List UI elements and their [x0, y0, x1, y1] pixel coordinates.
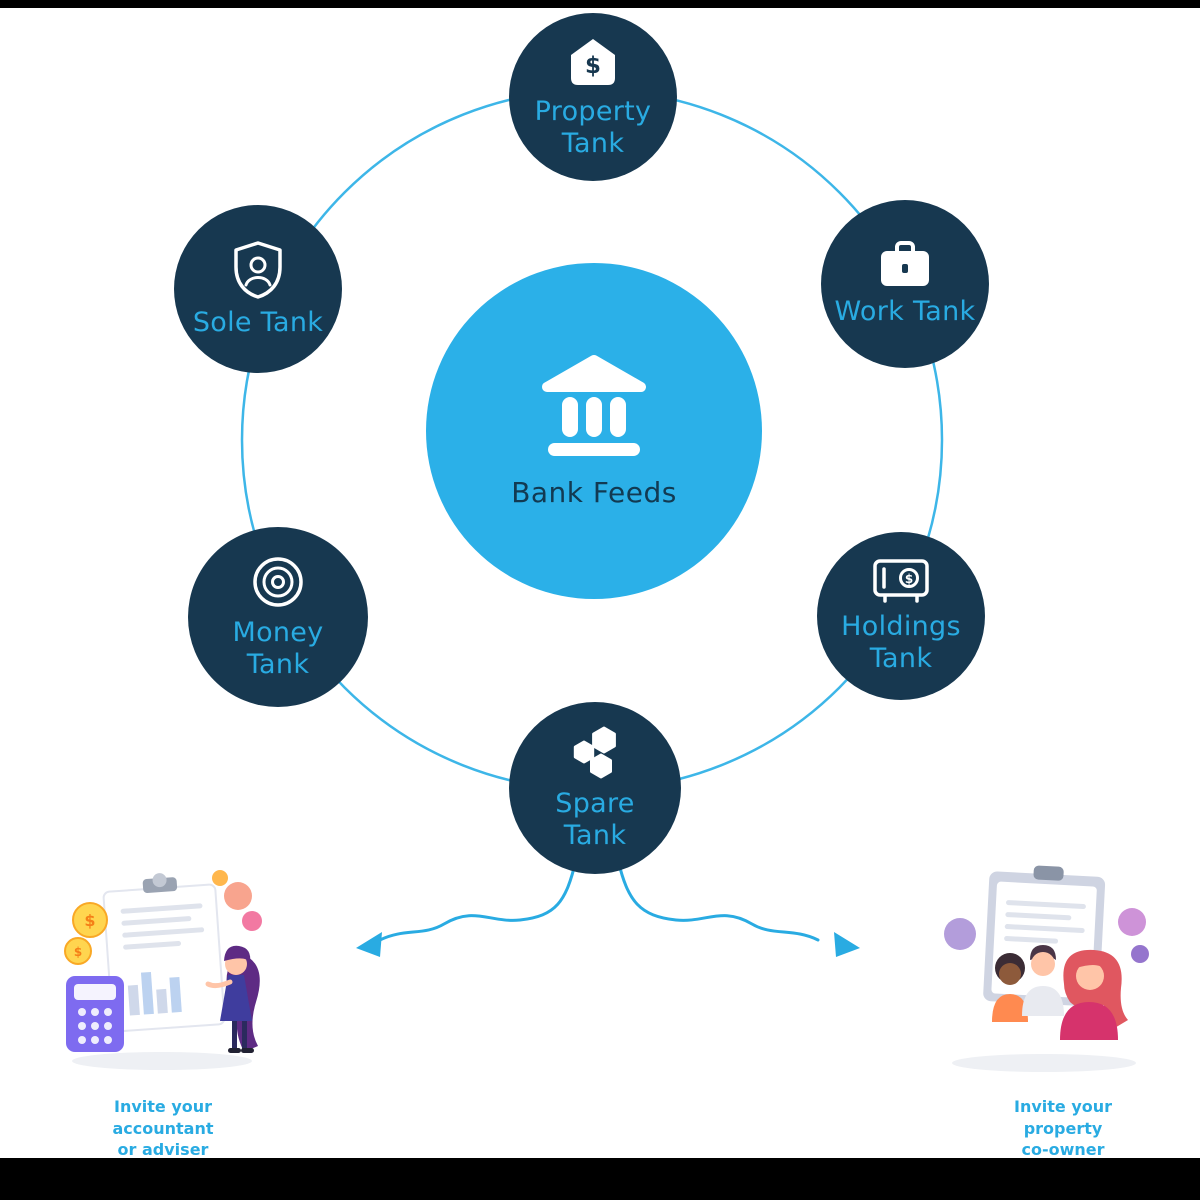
svg-text:$: $: [905, 572, 913, 586]
svg-text:$: $: [74, 945, 82, 959]
house-dollar-icon: $: [571, 38, 615, 85]
left-arrowhead-icon: [356, 932, 382, 957]
safe-icon: $: [873, 558, 929, 603]
tank-label: Property Tank: [534, 95, 652, 159]
tank-label: Work Tank: [834, 295, 976, 327]
accountant-illustration: $ $: [64, 870, 262, 1070]
caption-line: Invite your: [1013, 1097, 1113, 1116]
top-letterbox: [0, 0, 1200, 8]
caption-line: accountant: [112, 1118, 214, 1138]
left-arrow-line: [378, 858, 578, 942]
caption-invite-accountant: Invite your accountant or adviser: [68, 1096, 258, 1161]
tank-label: Money Tank: [232, 616, 324, 680]
co-owner-illustration: [944, 865, 1149, 1072]
tank-holdings: $ Holdings Tank: [817, 532, 985, 700]
caption-line: property: [1023, 1118, 1103, 1138]
caption-line: Invite your: [113, 1097, 213, 1116]
svg-text:$: $: [585, 53, 601, 79]
tank-property: $ Property Tank: [509, 13, 677, 181]
caption-line: co-owner: [1021, 1140, 1105, 1160]
tank-label: Holdings Tank: [841, 610, 961, 674]
bank-icon: [542, 354, 646, 456]
right-arrow-line: [616, 858, 820, 942]
caption-invite-co-owner: Invite your property co-owner: [968, 1096, 1158, 1161]
tank-label: Sole Tank: [192, 306, 324, 338]
right-arrowhead-icon: [834, 932, 860, 957]
bank-feeds-node: Bank Feeds: [426, 263, 762, 599]
hexagons-icon: [573, 726, 616, 779]
shield-user-icon: [234, 240, 282, 299]
briefcase-icon: [881, 240, 929, 286]
tank-spare: Spare Tank: [509, 702, 681, 874]
tank-label: Spare Tank: [555, 787, 635, 851]
caption-line: or adviser: [117, 1140, 209, 1160]
tank-money: Money Tank: [188, 527, 368, 707]
svg-text:$: $: [84, 911, 95, 930]
concentric-circles-icon: [253, 556, 303, 607]
tank-sole: Sole Tank: [174, 205, 342, 373]
bank-feeds-label: Bank Feeds: [511, 475, 677, 509]
tank-work: Work Tank: [821, 200, 989, 368]
bottom-letterbox: [0, 1158, 1200, 1200]
